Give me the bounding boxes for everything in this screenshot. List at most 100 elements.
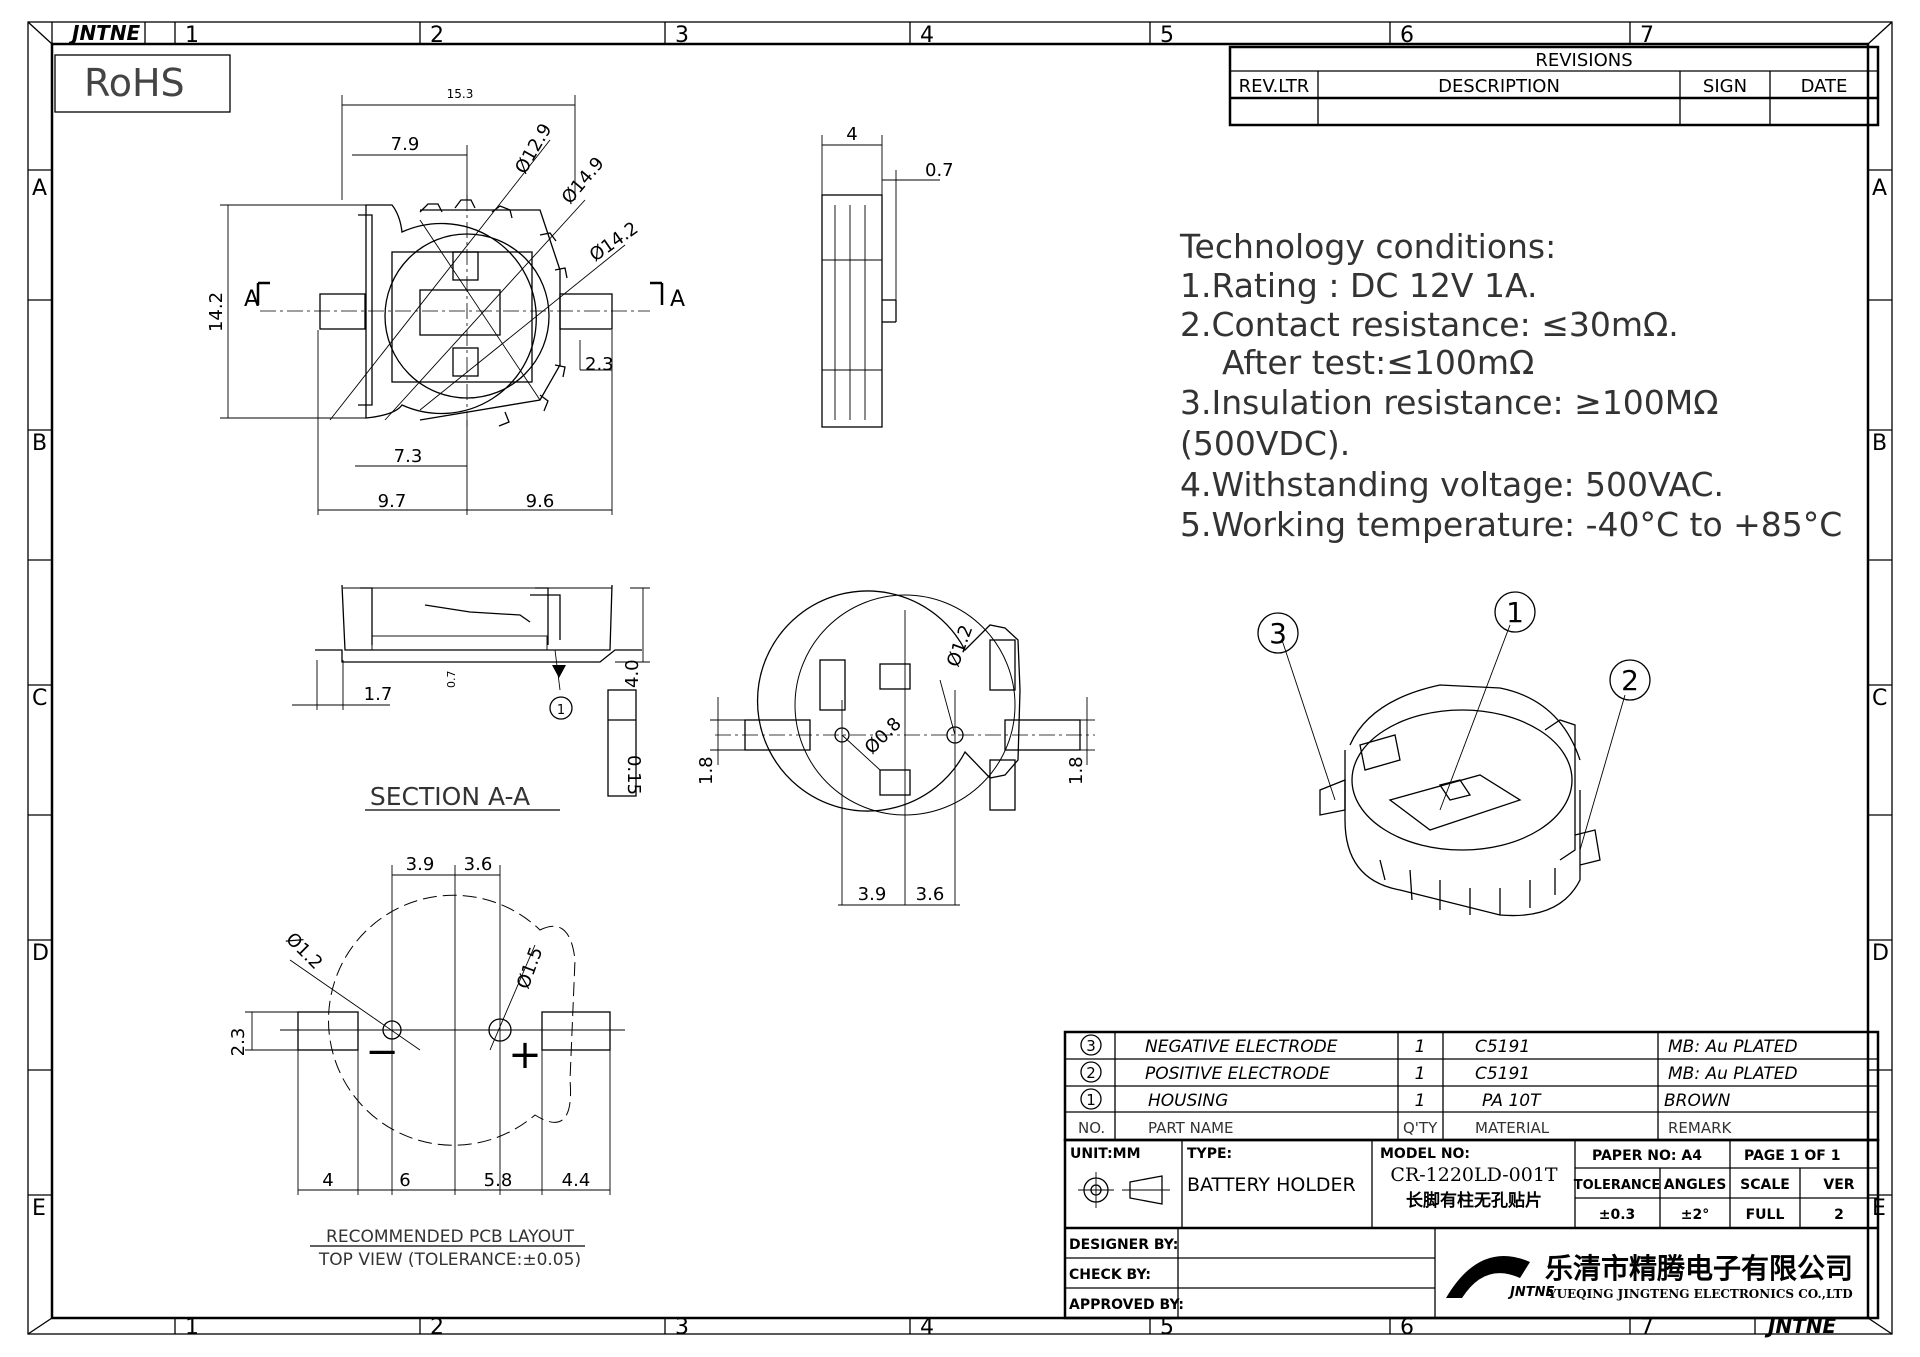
bom-row-1-material: PA 10T (1482, 1091, 1542, 1111)
flatness-tolerance: 0.15 (623, 755, 644, 795)
bom-row-2-name: POSITIVE ELECTRODE (1145, 1064, 1330, 1084)
dim-dia-14-9: Ø14.9 (558, 153, 609, 208)
bom-row-2-qty: 1 (1415, 1064, 1426, 1084)
dim-pcb-5-8: 5.8 (484, 1170, 513, 1191)
ver-value: 2 (1834, 1207, 1844, 1223)
tolerance-label: TOLERANCE (1574, 1178, 1660, 1193)
rev-header-description: DESCRIPTION (1438, 76, 1560, 97)
zone-col-3: 3 (675, 23, 689, 48)
dim-pcb-3-9: 3.9 (406, 854, 435, 875)
zone-col-6-bottom: 6 (1400, 1315, 1414, 1340)
angles-value: ±2° (1681, 1207, 1709, 1223)
balloon-3-label: 3 (1269, 617, 1287, 650)
balloon-2 (1609, 659, 1651, 701)
projection-symbol-icon (1078, 1172, 1170, 1208)
side-view (821, 135, 940, 428)
pcb-title: RECOMMENDED PCB LAYOUT (326, 1227, 575, 1247)
zone-row-e: E (32, 1196, 46, 1221)
bom-row-1-no: 1 (1086, 1091, 1096, 1109)
rohs-label: RoHS (84, 61, 185, 105)
dim-bottom-dia-1-2: Ø1.2 (943, 622, 977, 669)
zone-row-a: A (32, 176, 47, 201)
bom-row-2-balloon (1080, 1061, 1102, 1083)
outer-frame (27, 21, 1893, 1335)
balloon-1-label: 1 (1506, 596, 1524, 629)
scale-label: SCALE (1740, 1177, 1790, 1193)
dim-pcb-dia-1-2: Ø1.2 (281, 929, 326, 974)
zone-row-b: B (32, 431, 47, 456)
bom-header-no: NO. (1078, 1119, 1105, 1137)
tech-line-3: After test:≤100mΩ (1222, 343, 1534, 382)
rev-header-ltr: REV.LTR (1239, 76, 1310, 97)
tech-line-5: (500VDC). (1180, 424, 1350, 463)
inner-frame (50, 42, 1870, 1320)
zone-row-c: C (32, 686, 47, 711)
zone-row-c-right: C (1872, 686, 1887, 711)
dim-bottom-3-9: 3.9 (858, 884, 887, 905)
zone-col-2-bottom: 2 (430, 1315, 444, 1340)
section-marker-left: A (244, 287, 259, 312)
type-value: BATTERY HOLDER (1187, 1174, 1356, 1196)
bom-row-1-name: HOUSING (1148, 1091, 1228, 1111)
dim-9-6: 9.6 (526, 491, 555, 512)
logo-text: JNTNE (1507, 1285, 1554, 1300)
section-title: SECTION A-A (370, 782, 530, 811)
balloon-2-label: 2 (1621, 664, 1639, 697)
tech-line-1: 1.Rating : DC 12V 1A. (1180, 266, 1537, 305)
title-block (1063, 1138, 1880, 1320)
zone-col-7: 7 (1640, 23, 1654, 48)
pcb-layout (245, 865, 625, 1247)
brand-mark-top: JNTNE (68, 21, 141, 45)
designer-label: DESIGNER BY: (1069, 1237, 1178, 1253)
bom-row-3-name: NEGATIVE ELECTRODE (1145, 1037, 1338, 1057)
dim-pcb-2-3: 2.3 (228, 1028, 249, 1057)
dim-2-3: 2.3 (585, 354, 614, 375)
bom-row-3-no: 3 (1086, 1037, 1096, 1055)
dim-14-2: 14.2 (206, 292, 227, 332)
dim-side-4: 4 (846, 124, 857, 145)
model-label: MODEL NO: (1380, 1146, 1470, 1162)
bom-row-3-balloon (1080, 1034, 1102, 1056)
page-label: PAGE 1 OF 1 (1744, 1148, 1840, 1164)
tech-line-7: 5.Working temperature: -40°C to +85°C (1180, 505, 1842, 544)
dim-pcb-4-4: 4.4 (562, 1170, 591, 1191)
zone-col-4: 4 (920, 23, 934, 48)
zone-row-d: D (32, 941, 49, 966)
bom-row-1-remark: BROWN (1664, 1091, 1731, 1111)
zone-row-a-right: A (1872, 176, 1887, 201)
bottom-view (710, 590, 1095, 906)
tech-line-6: 4.Withstanding voltage: 500VAC. (1180, 465, 1724, 504)
revisions-table (1228, 45, 1880, 127)
dim-side-0-7: 0.7 (925, 160, 954, 181)
bom-row-3-qty: 1 (1415, 1037, 1426, 1057)
balloon-1 (1494, 591, 1536, 633)
dim-pcb-6: 6 (399, 1170, 410, 1191)
scale-value: FULL (1746, 1207, 1785, 1223)
company-name-cn: 乐清市精腾电子有限公司 (1545, 1252, 1853, 1285)
datum-balloon (549, 696, 573, 720)
bom-row-2-remark: MB: Au PLATED (1668, 1064, 1798, 1084)
company-name-en: YUEQING JINGTENG ELECTRONICS CO.,LTD (1547, 1287, 1853, 1301)
unit-label: UNIT:MM (1070, 1146, 1141, 1162)
pcb-subtitle: TOP VIEW (TOLERANCE:±0.05) (318, 1250, 581, 1270)
rohs-box (54, 54, 231, 113)
zone-col-5-bottom: 5 (1160, 1315, 1174, 1340)
dim-bottom-dia-0-8: Ø0.8 (861, 713, 906, 758)
top-view (220, 95, 664, 515)
technology-conditions: Technology conditions: 1.Rating : DC 12V… (1179, 227, 1842, 544)
bom-row-2-no: 2 (1086, 1064, 1096, 1082)
bom-header-name: PART NAME (1148, 1119, 1234, 1137)
approved-label: APPROVED BY: (1069, 1297, 1184, 1313)
zone-col-1: 1 (185, 23, 199, 48)
dim-9-7: 9.7 (378, 491, 407, 512)
bom-header-qty: Q'TY (1403, 1119, 1438, 1137)
zone-col-4-bottom: 4 (920, 1315, 934, 1340)
type-label: TYPE: (1187, 1146, 1232, 1162)
dim-section-4-0: 4.0 (622, 659, 643, 688)
model-cn: 长脚有柱无孔贴片 (1406, 1190, 1542, 1211)
zone-ticks (28, 22, 1892, 1334)
zone-col-1-bottom: 1 (185, 1315, 199, 1340)
check-label: CHECK BY: (1069, 1267, 1151, 1283)
balloon-3 (1257, 612, 1299, 654)
